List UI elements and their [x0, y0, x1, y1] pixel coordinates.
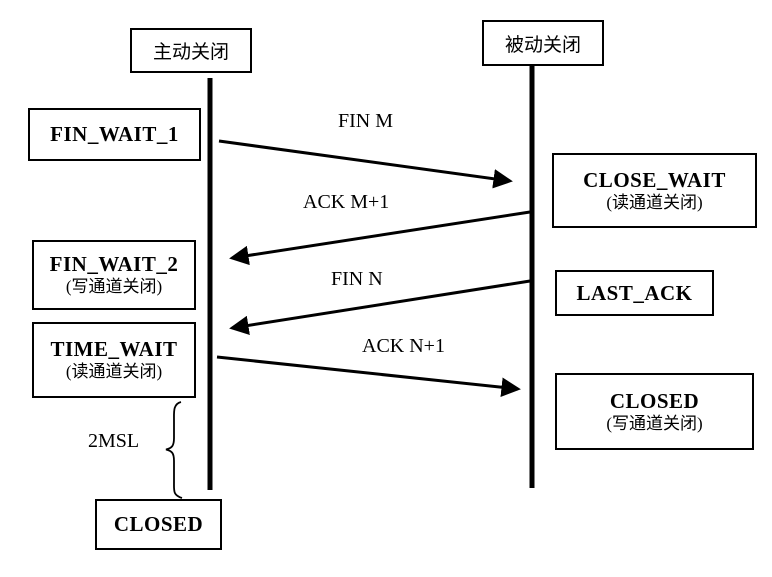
passive-close-label: 被动关闭 [504, 34, 581, 56]
state-name: FIN_WAIT_1 [50, 122, 179, 147]
state-note: (读通道关闭) [606, 192, 703, 212]
state-note: (写通道关闭) [65, 277, 163, 297]
state-box-closed-active: CLOSED [95, 499, 222, 550]
state-note: (读通道关闭) [65, 362, 163, 382]
message-label-fin-m: FIN M [338, 110, 394, 132]
state-box-closed-passive: CLOSED (写通道关闭) [555, 373, 754, 450]
arrow-ack-n1 [216, 355, 521, 397]
message-label-fin-n: FIN N [331, 268, 383, 290]
state-name: LAST_ACK [576, 280, 693, 305]
state-box-close-wait: CLOSE_WAIT (读通道关闭) [552, 153, 757, 228]
message-label-ack-m1: ACK M+1 [303, 191, 390, 213]
state-name: CLOSED [113, 512, 204, 537]
state-note: (写通道关闭) [606, 413, 703, 433]
state-box-fin-wait-2: FIN_WAIT_2 (写通道关闭) [32, 240, 196, 310]
state-name: CLOSED [609, 388, 700, 413]
state-box-fin-wait-1: FIN_WAIT_1 [28, 108, 201, 161]
state-box-last-ack: LAST_ACK [555, 270, 714, 316]
arrow-fin-n [229, 279, 531, 336]
timer-label-2msl: 2MSL [88, 430, 140, 452]
state-name: TIME_WAIT [50, 337, 178, 362]
message-label-ack-n1: ACK N+1 [362, 335, 445, 357]
state-name: FIN_WAIT_2 [49, 252, 179, 277]
arrow-fin-m [218, 139, 513, 189]
arrow-ack-m1 [229, 210, 531, 266]
passive-close-header-box: 被动关闭 [482, 20, 604, 66]
state-name: CLOSE_WAIT [583, 167, 726, 192]
active-close-label: 主动关闭 [152, 42, 229, 63]
2msl-brace [165, 401, 183, 499]
active-close-header-box: 主动关闭 [130, 28, 252, 73]
state-box-time-wait: TIME_WAIT (读通道关闭) [32, 322, 196, 398]
